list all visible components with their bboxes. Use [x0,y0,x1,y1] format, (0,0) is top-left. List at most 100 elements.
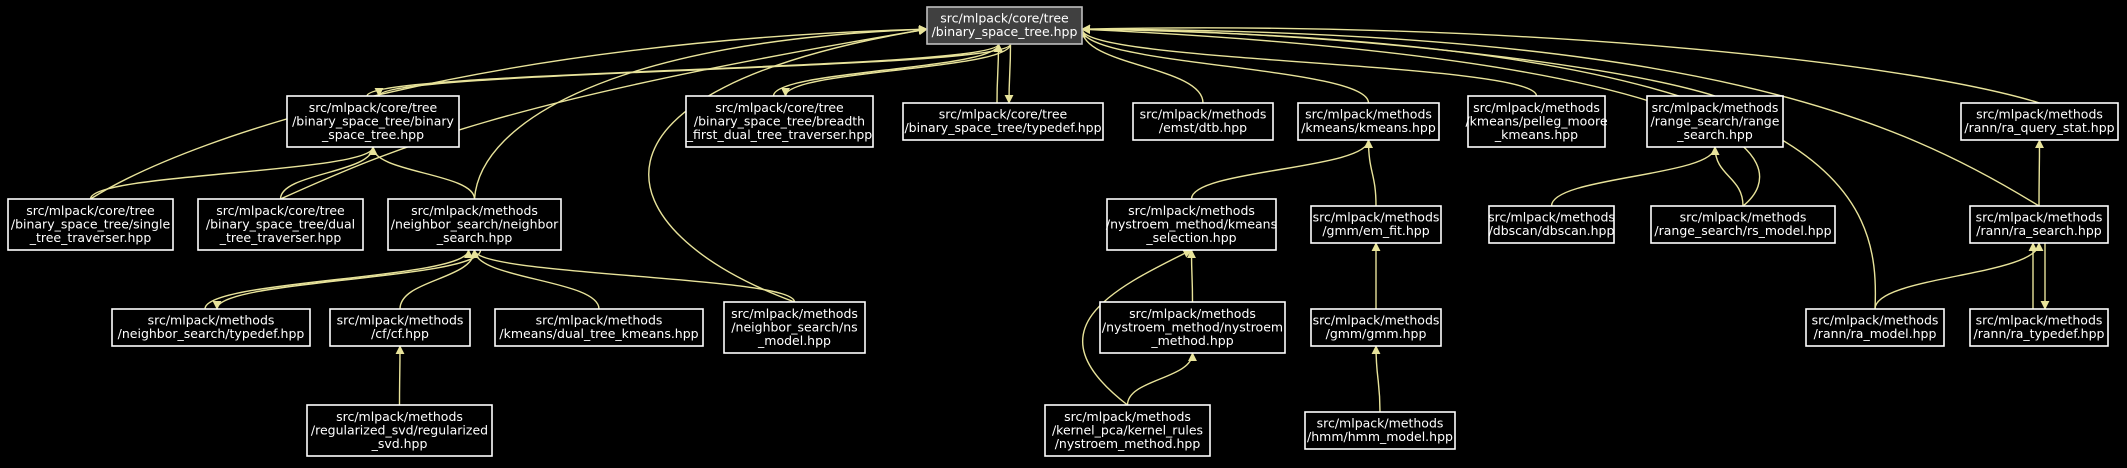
node-root[interactable]: src/mlpack/core/tree/binary_space_tree.h… [926,6,1083,45]
node-bst_bst[interactable]: src/mlpack/core/tree/binary_space_tree/b… [286,95,460,148]
node-ns[interactable]: src/mlpack/methods/neighbor_search/neigh… [387,198,562,251]
node-box [329,308,471,347]
node-box [1650,205,1836,244]
node-nystroem_kmeans[interactable]: src/mlpack/methods/nystroem_method/kmean… [1106,198,1277,251]
node-box [1310,308,1442,347]
node-box [1106,198,1277,251]
edge-ns_model-to-ns [470,249,796,303]
node-em_fit[interactable]: src/mlpack/methods/gmm/em_fit.hpp [1310,205,1442,244]
node-box [1969,308,2109,347]
node-ra_query_stat[interactable]: src/mlpack/methods/rann/ra_query_stat.hp… [1960,102,2119,141]
edge-kmeans-to-root [1077,28,1370,104]
node-cf[interactable]: src/mlpack/methods/cf/cf.hpp [329,308,471,347]
node-label-line: src/mlpack/core/tree [939,107,1068,122]
node-box [1969,205,2109,244]
node-nystroem_method[interactable]: src/mlpack/methods/nystroem_method/nystr… [1099,301,1286,354]
node-reg_svd[interactable]: src/mlpack/methods/regularized_svd/regul… [306,404,493,457]
node-label-line: /binary_space_tree/breadth [694,113,865,128]
node-label-line: /emst/dtb.hpp [1159,120,1247,135]
node-label-line: /cf/cf.hpp [371,326,429,341]
node-label-line: src/mlpack/methods [411,203,538,218]
node-label-line: _search.hpp [1676,127,1753,142]
edge-root-to-typedef_bst [1004,43,1014,104]
edge-ns_typedef-to-ns [204,249,473,310]
node-label-line: /regularized_svd/regularized [311,422,488,437]
node-emst[interactable]: src/mlpack/methods/emst/dtb.hpp [1132,102,1274,141]
node-label-line: src/mlpack/methods [1140,107,1267,122]
node-kernel_rules[interactable]: src/mlpack/methods/kernel_pca/kernel_rul… [1044,404,1211,457]
node-box [1099,301,1286,354]
edge-breadth-to-root [772,43,1003,97]
edge-typedef_bst-to-root [993,43,1003,104]
node-box [1310,205,1442,244]
node-label-line: src/mlpack/methods [337,313,464,328]
node-label-line: /nystroem_method/nystroem [1102,319,1283,334]
node-ra_search[interactable]: src/mlpack/methods/rann/ra_search.hpp [1969,205,2109,244]
node-label-line: src/mlpack/core/tree [940,11,1069,26]
node-ns_model[interactable]: src/mlpack/methods/neighbor_search/ns_mo… [723,301,866,354]
node-typedef_bst[interactable]: src/mlpack/core/tree/binary_space_tree/t… [902,102,1104,141]
node-box [1646,95,1784,148]
node-box [1304,411,1456,450]
node-label-line: /neighbor_search/ns [731,319,857,334]
node-hmm[interactable]: src/mlpack/methods/hmm/hmm_model.hpp [1304,411,1456,450]
node-label-line: src/mlpack/methods [1128,203,1255,218]
node-label-line: /kmeans/dual_tree_kmeans.hpp [499,326,698,341]
node-label-line: src/mlpack/methods [1305,107,1432,122]
node-label-line: src/mlpack/methods [536,313,663,328]
node-label-line: _kmeans.hpp [1494,127,1578,142]
node-label-line: src/mlpack/methods [148,313,275,328]
node-box [111,308,311,347]
node-dual_kmeans[interactable]: src/mlpack/methods/kmeans/dual_tree_kmea… [494,308,704,347]
node-ra_typedef[interactable]: src/mlpack/methods/rann/ra_typedef.hpp [1969,308,2109,347]
edge-cf-to-ns [399,249,479,310]
node-label-line: src/mlpack/methods [1064,409,1191,424]
node-ns_typedef[interactable]: src/mlpack/methods/neighbor_search/typed… [111,308,311,347]
edge-dbscan-to-range_search [1550,146,1720,207]
node-label-line: /rann/ra_typedef.hpp [1974,326,2105,341]
node-label-line: src/mlpack/methods [731,306,858,321]
node-label-line: _first_dual_tree_traverser.hpp [686,127,873,142]
node-label-line: src/mlpack/methods [1317,416,1444,431]
node-label-line: src/mlpack/methods [1652,100,1779,115]
node-label-line: /neighbor_search/neighbor [391,216,559,231]
node-dual[interactable]: src/mlpack/core/tree/binary_space_tree/d… [197,198,364,251]
edge-kernel_rules-to-nystroem_method [1126,352,1197,406]
node-label-line: /nystroem_method.hpp [1055,436,1201,451]
node-label-line: src/mlpack/methods [1313,210,1440,225]
node-label-line: src/mlpack/methods [1976,313,2103,328]
node-box [494,308,704,347]
node-box [1805,308,1945,347]
node-box [902,102,1104,141]
node-box [306,404,493,457]
node-breadth[interactable]: src/mlpack/core/tree/binary_space_tree/b… [685,95,874,148]
node-gmm[interactable]: src/mlpack/methods/gmm/gmm.hpp [1310,308,1442,347]
node-box [197,198,364,251]
node-box [1132,102,1274,141]
node-box [7,198,174,251]
node-label-line: src/mlpack/methods [1976,210,2103,225]
node-label-line: _space_tree.hpp [321,127,424,142]
edge-em_fit-to-kmeans [1364,139,1377,207]
node-ra_model[interactable]: src/mlpack/methods/rann/ra_model.hpp [1805,308,1945,347]
node-label-line: src/mlpack/methods [1812,313,1939,328]
edge-hmm-to-gmm [1371,345,1381,413]
node-rs_model[interactable]: src/mlpack/methods/range_search/rs_model… [1650,205,1836,244]
edge-ra_model-to-ra_search [1874,242,2044,310]
edge-single-to-bst_bst [89,146,378,200]
node-label-line: _method.hpp [1150,333,1233,348]
edge-ra_search-to-ra_query_stat [2034,139,2044,207]
edge-nystroem_kmeans-to-kmeans [1190,139,1373,200]
node-label-line: /kmeans/kmeans.hpp [1301,120,1436,135]
node-label-line: _svd.hpp [371,436,428,451]
node-kmeans[interactable]: src/mlpack/methods/kmeans/kmeans.hpp [1297,102,1440,141]
node-label-line: _search.hpp [436,230,513,245]
edge-root-to-bst_bst [374,43,1012,97]
node-pelleg[interactable]: src/mlpack/methods/kmeans/pelleg_moore_k… [1465,95,1608,148]
node-dbscan[interactable]: src/mlpack/methods/dbscan/dbscan.hpp [1488,205,1615,244]
node-range_search[interactable]: src/mlpack/methods/range_search/range_se… [1646,95,1784,148]
node-single[interactable]: src/mlpack/core/tree/binary_space_tree/s… [7,198,174,251]
edge-single-to-root [90,24,928,200]
node-label-line: src/mlpack/methods [1488,210,1615,225]
